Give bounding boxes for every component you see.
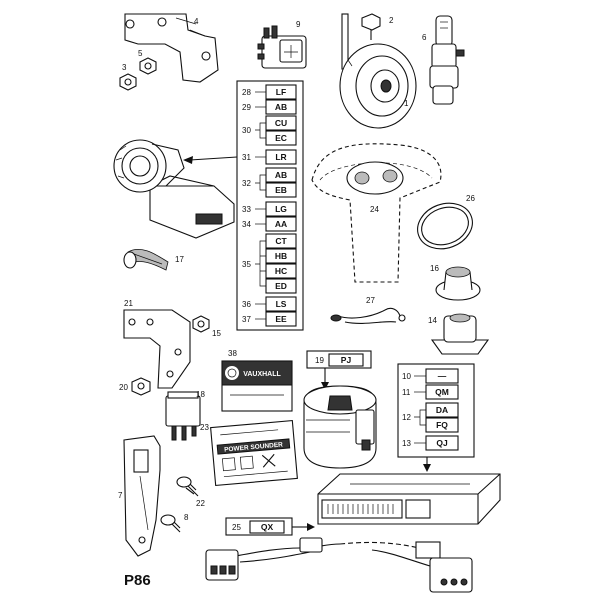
callout-10: 10 [402,372,411,381]
code-qx: QX [261,522,274,532]
callout-6: 6 [422,33,427,42]
callout-15: 15 [212,329,221,338]
callout-37: 37 [242,315,251,324]
callout-5: 5 [138,49,143,58]
vauxhall-badge-text: VAUXHALL [243,371,281,378]
code-eb: EB [275,185,287,195]
code-ct: CT [275,236,287,246]
code-dash: — [438,371,447,381]
control-module [317,473,501,525]
code-pj: PJ [341,355,352,365]
code-lg: LG [275,204,287,214]
callout-22: 22 [196,499,205,508]
callout-34: 34 [242,220,251,229]
callout-9: 9 [296,20,301,29]
nut-part-3 [119,73,137,91]
nut-part-5 [139,57,157,75]
code-ab: AB [275,102,287,112]
code-hb: HB [275,251,287,261]
harness-part-25 [205,537,473,593]
nut-part-20 [131,377,151,396]
code-cu: CU [275,118,287,128]
code-da: DA [436,405,448,415]
callout-3: 3 [122,63,127,72]
bracket-part-7 [123,435,161,557]
code-hc: HC [275,266,287,276]
callout-31: 31 [242,153,251,162]
code-aa: AA [275,219,287,229]
power-sounder-label-part-23: POWER SOUNDER [210,419,298,487]
bolt-part-2 [361,13,381,40]
callout-13: 13 [402,439,411,448]
callout-27: 27 [366,296,375,305]
bracket-part-4 [124,13,219,83]
callout-21: 21 [124,299,133,308]
callout-20: 20 [119,383,128,392]
table-arrow [183,156,238,164]
callout-33: 33 [242,205,251,214]
callout-19: 19 [315,356,324,365]
callout-26: 26 [466,194,475,203]
callout-24: 24 [370,205,379,214]
code-ee: EE [275,314,287,324]
callout-17: 17 [175,255,184,264]
code-ls: LS [276,299,287,309]
callout-4: 4 [194,17,199,26]
callout-14: 14 [428,316,437,325]
code-table: LF AB CU EC LR AB EB LG AA CT HB HC ED L… [236,80,304,331]
callout-38: 38 [228,349,237,358]
relay-part-18 [165,391,201,441]
callout-23: 23 [200,423,209,432]
callout-1: 1 [404,99,409,108]
code-ec: EC [275,133,287,143]
switch-part-9 [257,25,307,69]
callout-30: 30 [242,126,251,135]
vauxhall-badge-part-38: VAUXHALL [221,360,293,412]
callout-7: 7 [118,491,123,500]
code-ed: ED [275,281,287,291]
code-qj: QJ [436,438,448,448]
code-lf: LF [276,87,286,97]
trim-panel-part-24 [311,143,442,283]
callout-16: 16 [430,264,439,273]
horn-part-1 [339,13,417,129]
power-sounder-part-19 [303,385,377,469]
module-code-table: — QM DA FQ QJ 10 11 12 13 [397,363,475,458]
callout-32: 32 [242,179,251,188]
callout-36: 36 [242,300,251,309]
module-arrow [423,464,431,472]
code-ab-2: AB [275,170,287,180]
screw-part-8 [160,514,181,533]
code-fq: FQ [436,420,448,430]
nut-part-15 [192,315,210,333]
callout-35: 35 [242,260,251,269]
sensor-part-6 [429,15,465,105]
page-label: P86 [124,572,151,589]
grommet-part-16 [435,266,481,301]
code-lr: LR [275,152,286,162]
callout-8: 8 [184,513,189,522]
harness-code-box: 25 QX [225,517,315,536]
callout-2: 2 [389,16,394,25]
bush-part-14 [430,313,490,355]
callout-18: 18 [196,390,205,399]
callout-25: 25 [232,523,241,532]
callout-29: 29 [242,103,251,112]
callout-12: 12 [402,413,411,422]
code-qm: QM [435,387,449,397]
screw-part-22 [176,476,199,497]
lock-cylinder-module [113,139,235,239]
sounder-code-box: 19 PJ [306,350,372,390]
wire-part-27 [330,307,406,324]
callout-28: 28 [242,88,251,97]
bracket-part-21 [123,309,191,389]
tape-roll-part-17 [123,248,169,271]
callout-11: 11 [402,388,411,397]
gasket-part-26 [417,202,473,250]
